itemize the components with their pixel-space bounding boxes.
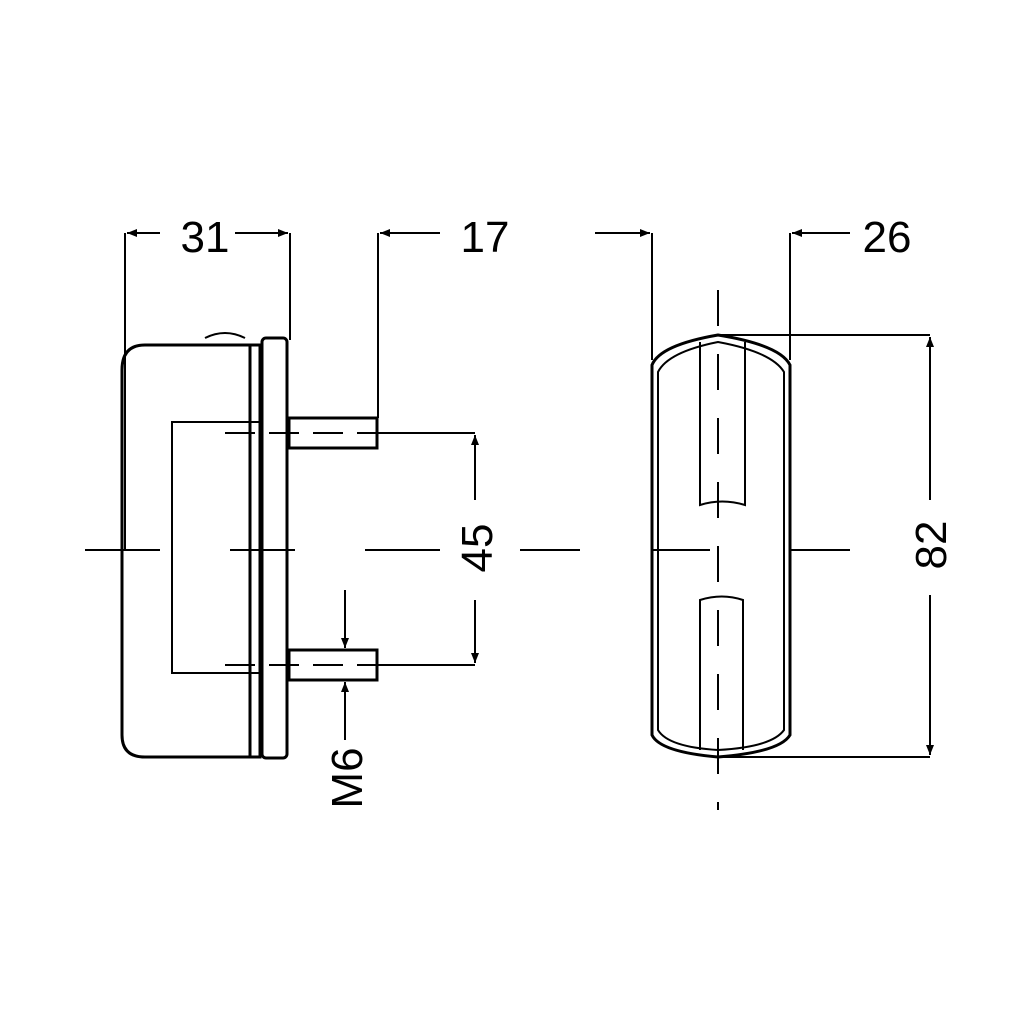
lamp-inner-outline <box>657 340 785 752</box>
dim-26-label: 26 <box>863 213 912 262</box>
dim-45-label: 45 <box>453 524 502 573</box>
lens-window-top <box>699 342 746 507</box>
dim-45-extension-lines <box>377 432 475 666</box>
front-view: 26 82 <box>595 213 956 810</box>
housing-top-bump <box>204 332 246 339</box>
flange <box>260 336 289 760</box>
dim-82-label: 82 <box>907 521 956 570</box>
dim-82-extension-lines <box>720 334 930 758</box>
stud-axis-lines <box>225 432 377 666</box>
lamp-outline <box>650 333 792 759</box>
lens-window-bottom <box>699 595 744 750</box>
inner-reflector <box>171 421 262 674</box>
dim-26-extension-lines <box>651 233 791 360</box>
dim-31-extension-lines <box>124 233 291 550</box>
side-view: 31 17 45 M6 <box>85 213 580 809</box>
dim-17-label: 17 <box>461 213 510 262</box>
dim-31-label: 31 <box>181 213 230 262</box>
dim-m6-label: M6 <box>323 747 372 808</box>
housing-body <box>120 343 250 759</box>
